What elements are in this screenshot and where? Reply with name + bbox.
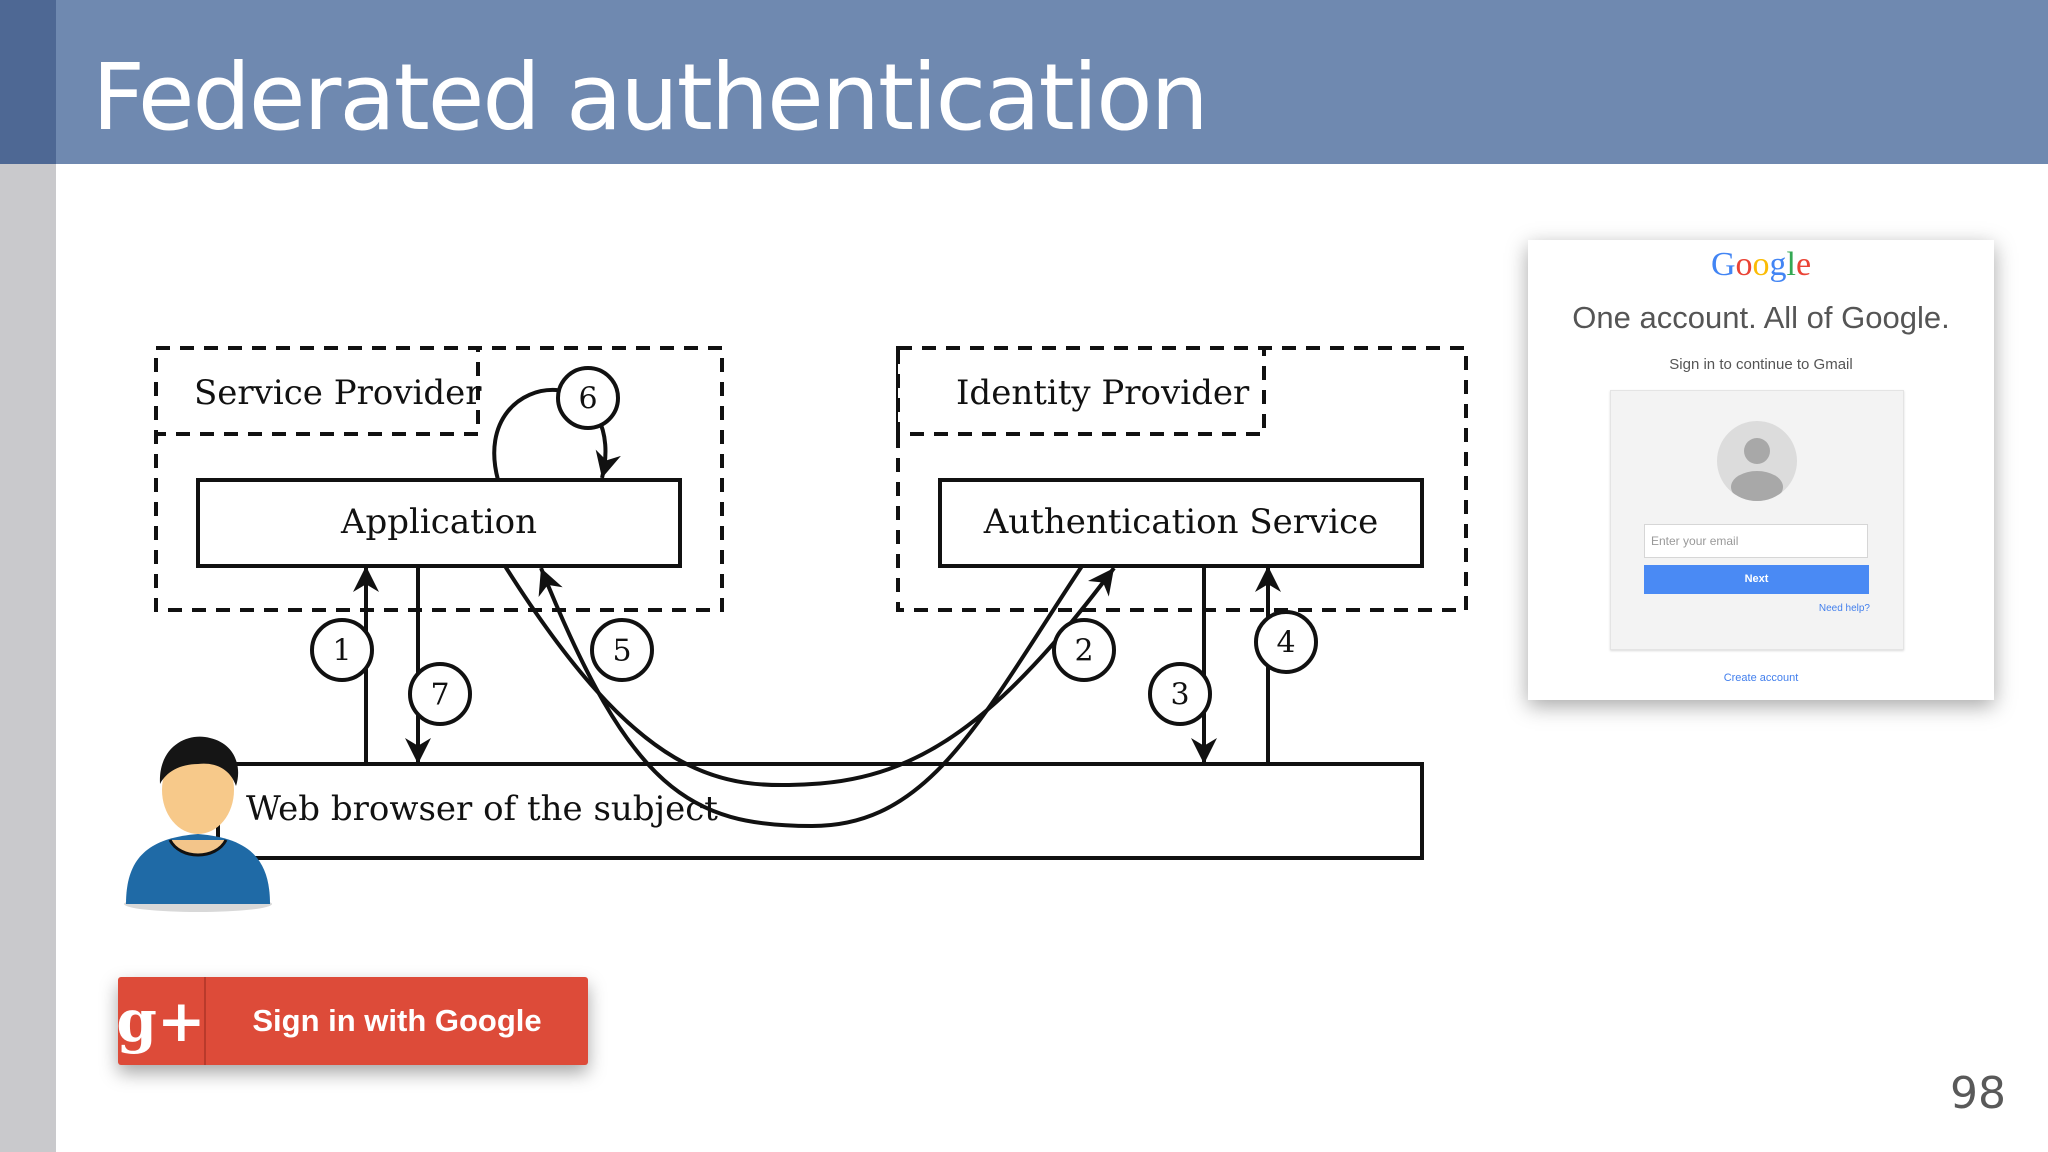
arrow-step-5 [538, 564, 1084, 829]
auth-service-box [938, 478, 1424, 568]
step-marker-3: 3 [1148, 662, 1212, 726]
auth-service-label: Authentication Service [983, 502, 1379, 542]
service-provider-boundary [154, 346, 724, 612]
step-marker-4: 4 [1254, 610, 1318, 674]
title-banner [56, 0, 2048, 164]
slide-page-number: 98 [1950, 1068, 2006, 1119]
svg-text:6: 6 [578, 382, 597, 417]
slide-title: Federated authentication [92, 44, 1209, 151]
svg-text:7: 7 [430, 678, 449, 713]
left-accent-bar-top [0, 0, 56, 164]
sign-in-with-google-button[interactable]: g+ Sign in with Google [116, 977, 588, 1065]
step-marker-6: 6 [556, 366, 620, 430]
application-box [196, 478, 682, 568]
google-logo-letter: G [1710, 246, 1736, 283]
svg-text:3: 3 [1170, 678, 1189, 713]
browser-label: Web browser of the subject [246, 789, 718, 829]
service-provider-label: Service Provider [194, 373, 482, 413]
profile-placeholder-icon [1717, 421, 1797, 501]
arrow-step-6 [492, 387, 621, 481]
step-marker-2: 2 [1052, 618, 1116, 682]
next-button[interactable]: Next [1644, 565, 1869, 594]
google-plus-icon: g+ [116, 977, 206, 1065]
sign-in-with-google-label: Sign in with Google [252, 1003, 542, 1038]
google-logo-letter: o [1752, 246, 1770, 283]
google-logo-letter: e [1795, 246, 1812, 283]
need-help-link[interactable]: Need help? [1818, 603, 1870, 614]
signin-subheading: Sign in to continue to Gmail [1669, 356, 1853, 373]
identity-provider-label-box [896, 346, 1266, 436]
signin-heading: One account. All of Google. [1572, 300, 1950, 335]
google-signin-card: Google One account. All of Google. Sign … [1528, 240, 1994, 700]
google-logo-letter: l [1786, 246, 1796, 283]
service-provider-label-box [154, 346, 480, 436]
user-avatar-icon [124, 736, 272, 912]
left-accent-bar [0, 0, 56, 1152]
google-logo-letter: g [1769, 246, 1787, 283]
application-label: Application [340, 502, 537, 542]
step-marker-7: 7 [408, 662, 472, 726]
svg-text:2: 2 [1074, 634, 1093, 669]
step-marker-5: 5 [590, 618, 654, 682]
google-logo-letter: o [1735, 246, 1753, 283]
create-account-link[interactable]: Create account [1723, 672, 1799, 684]
signin-panel: Next Need help? [1610, 390, 1904, 650]
svg-text:1: 1 [332, 634, 351, 669]
svg-text:4: 4 [1276, 626, 1295, 661]
google-logo: Google [1528, 246, 1994, 284]
email-field[interactable] [1644, 524, 1868, 558]
svg-text:5: 5 [612, 634, 631, 669]
identity-provider-boundary [896, 346, 1468, 612]
identity-provider-label: Identity Provider [956, 373, 1250, 413]
step-marker-1: 1 [310, 618, 374, 682]
arrow-step-2 [503, 564, 1116, 788]
